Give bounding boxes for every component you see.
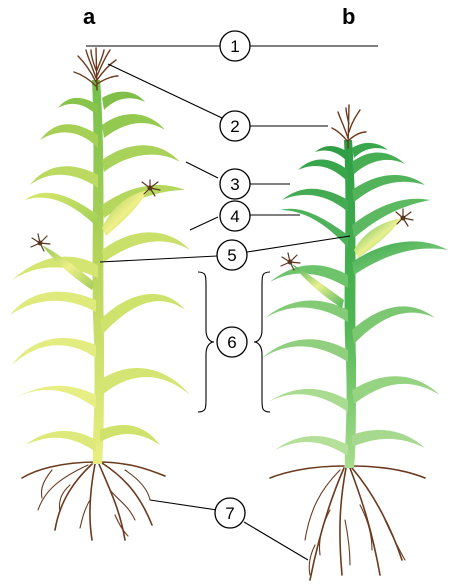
callout-1-number: 1 (230, 37, 239, 56)
plant-b-leaf (275, 436, 348, 456)
plant-b-leaf (352, 175, 425, 202)
plant-b-silk-upper (396, 209, 413, 226)
brace-right (254, 272, 270, 412)
plant-b-leaf (352, 199, 430, 238)
callout-4-number: 4 (230, 207, 239, 226)
panel-label-a: a (83, 4, 96, 29)
plant-b-leaf (352, 430, 425, 448)
callout-3: 3 (220, 169, 250, 199)
plant-b-leaf (265, 301, 348, 322)
plant-a-leaf (25, 431, 96, 452)
plant-a-leaf (40, 124, 98, 148)
plant-a-roots (22, 462, 165, 540)
plant-a-leaf (100, 425, 160, 445)
callout-5: 5 (217, 240, 247, 270)
plant-a (10, 48, 190, 540)
plant-a-leaf (58, 98, 98, 116)
callout-5-number: 5 (227, 246, 236, 265)
plant-a-leaf (12, 338, 96, 365)
plant-a-leaf (25, 193, 98, 228)
panel-label-b: b (342, 4, 355, 29)
plant-a-leaf (100, 368, 190, 395)
plant-a-leaf (30, 166, 98, 188)
callout-2-number: 2 (230, 117, 239, 136)
plant-a-leaf (15, 386, 96, 408)
plant-a-leaf (10, 292, 96, 315)
plant-b (262, 105, 448, 580)
callout-6-number: 6 (227, 333, 236, 352)
callout-3-number: 3 (230, 175, 239, 194)
plant-a-leaf (102, 92, 145, 110)
plant-b-leaf (352, 376, 440, 404)
brace-left (198, 272, 214, 412)
plant-b-roots (270, 466, 425, 580)
plant-b-leaf (282, 189, 348, 212)
plant-b-leaf (268, 389, 348, 412)
plant-b-leaf (262, 339, 348, 362)
plant-b-leaf (298, 160, 348, 183)
plant-b-leaf (352, 152, 405, 174)
callout-2: 2 (220, 111, 250, 141)
plant-a-leaf (100, 294, 185, 335)
callout-1: 1 (220, 31, 250, 61)
callout-7: 7 (215, 498, 245, 528)
callout-6: 6 (217, 327, 247, 357)
plant-a-leaf (102, 145, 180, 172)
plant-b-leaf (352, 306, 435, 344)
callout-4: 4 (220, 201, 250, 231)
callout-7-number: 7 (225, 504, 234, 523)
plant-a-leaf (102, 114, 165, 138)
